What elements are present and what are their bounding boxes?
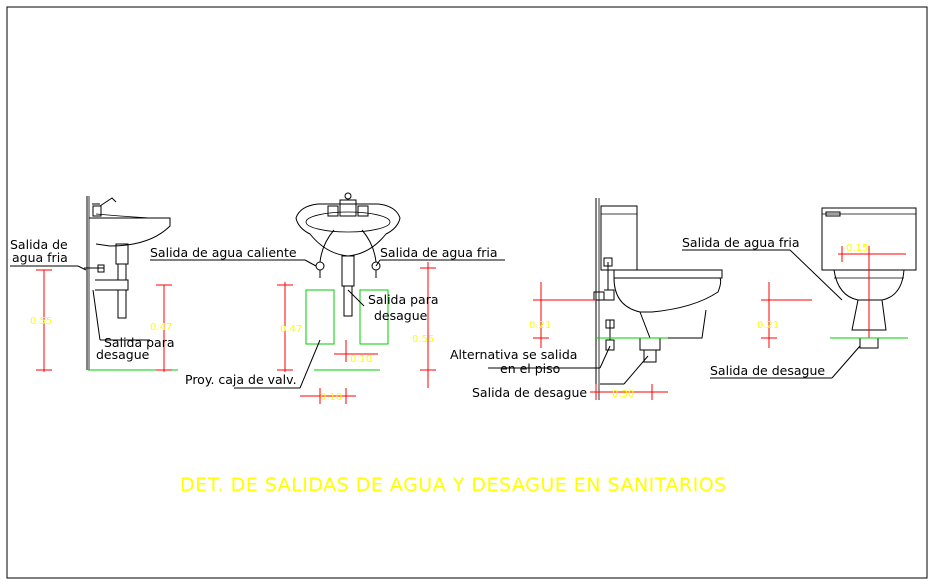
drawing-frame: [6, 6, 928, 579]
toilet-front-view: [682, 207, 917, 379]
lav2-width-dim-2: 0.10: [320, 392, 342, 403]
lav2-drain-label: Salida para: [368, 292, 439, 307]
inod1-alt-label-2: en el piso: [500, 361, 560, 376]
inod2-drain-label: Salida de desague: [710, 363, 825, 378]
lavatory-side-view: [10, 196, 178, 372]
lav2-height-dim-1: 0.47: [280, 324, 302, 335]
inod2-cold-water-label: Salida de agua fria: [682, 235, 800, 250]
lav2-cold-water-label: Salida de agua fria: [380, 245, 498, 260]
lav1-drain-label-2: desague: [96, 347, 150, 362]
lav2-valve-box-label: Proy. caja de valv.: [185, 372, 297, 387]
lav1-cold-water-label: Salida de: [10, 237, 68, 252]
toilet-side-view: [488, 198, 723, 400]
lav1-drain-dim: 0.47: [150, 322, 172, 333]
lavatory-front-view: [150, 192, 505, 404]
inod1-width-dim: 0.30: [612, 389, 634, 400]
lav2-drain-label-2: desague: [374, 308, 428, 323]
inod2-width-dim: 0.15: [846, 243, 868, 254]
lav1-cold-water-label-2: agua fria: [12, 250, 68, 265]
inod1-alt-label: Alternativa se salida: [450, 347, 577, 362]
inod1-drain-label: Salida de desague: [472, 385, 587, 400]
drawing-title: DET. DE SALIDAS DE AGUA Y DESAGUE EN SAN…: [180, 474, 727, 496]
lav2-height-dim-2: 0.55: [412, 334, 434, 345]
lav1-height-dim: 0.55: [30, 316, 52, 327]
lav2-width-dim-1: 0.10: [350, 354, 372, 365]
lav2-hot-water-label: Salida de agua caliente: [150, 245, 297, 260]
lav1-drain-label: Salida para: [104, 335, 175, 350]
inod1-height-dim: 0.21: [529, 320, 551, 331]
inod2-height-dim: 0.21: [757, 320, 779, 331]
